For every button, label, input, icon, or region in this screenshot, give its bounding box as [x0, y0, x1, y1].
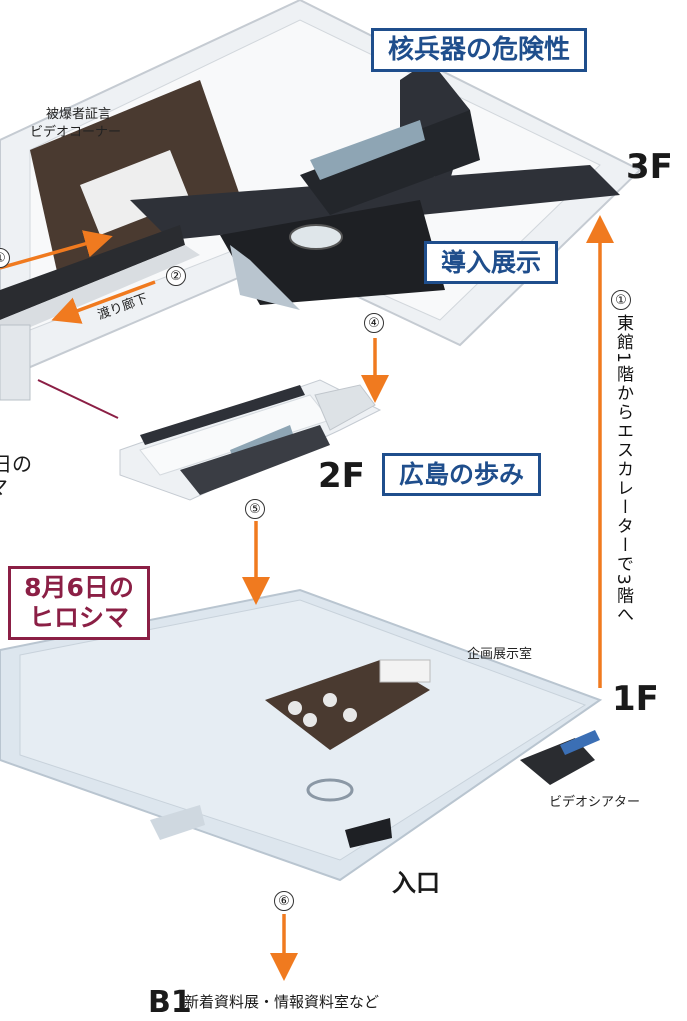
exhibit-danger-label: 核兵器の危険性 — [371, 28, 588, 72]
special-exhibit-room-label: 企画展示室 — [467, 647, 533, 662]
connector-line — [37, 379, 119, 419]
floor-label-3f: 3F — [626, 147, 673, 187]
route-step-6: ⑥ — [274, 891, 294, 911]
floor-label-2f: 2F — [318, 456, 365, 496]
floor-label-1f: 1F — [612, 679, 659, 719]
route-step-1: ① — [611, 290, 631, 310]
exhibit-intro-label: 導入展示 — [424, 241, 559, 284]
floor-label-b1: B1 — [148, 985, 192, 1020]
testimony-label-line2: ビデオコーナー — [30, 125, 122, 140]
entrance-label: 入口 — [392, 869, 440, 897]
testimony-label-line1: 被爆者証言 — [46, 107, 112, 122]
b1-rooms-label: 新着資料展・情報資料室など — [184, 993, 380, 1011]
route-step-2: ② — [166, 266, 186, 286]
exhibit-aug6-line1: 8月6日の — [24, 573, 134, 602]
route-step-5: ⑤ — [245, 499, 265, 519]
route-arrows — [0, 215, 614, 981]
route-step-4: ④ — [364, 313, 384, 333]
escalator-instruction: 東館1階からエスカレーターで3階へ — [613, 314, 633, 625]
cutoff-label-line2: マ — [0, 477, 8, 497]
exhibit-aug6-label: 8月6日の ヒロシマ — [8, 566, 150, 640]
video-theater-label: ビデオシアター — [549, 795, 641, 810]
exhibit-aug6-line2: ヒロシマ — [28, 603, 129, 632]
floor-3f-model — [0, 0, 642, 401]
cutoff-label-line1: 日の — [0, 452, 32, 476]
floor-1f-model — [0, 588, 603, 882]
exhibit-steps-label: 広島の歩み — [382, 453, 542, 496]
floor-2f-model — [119, 379, 382, 501]
